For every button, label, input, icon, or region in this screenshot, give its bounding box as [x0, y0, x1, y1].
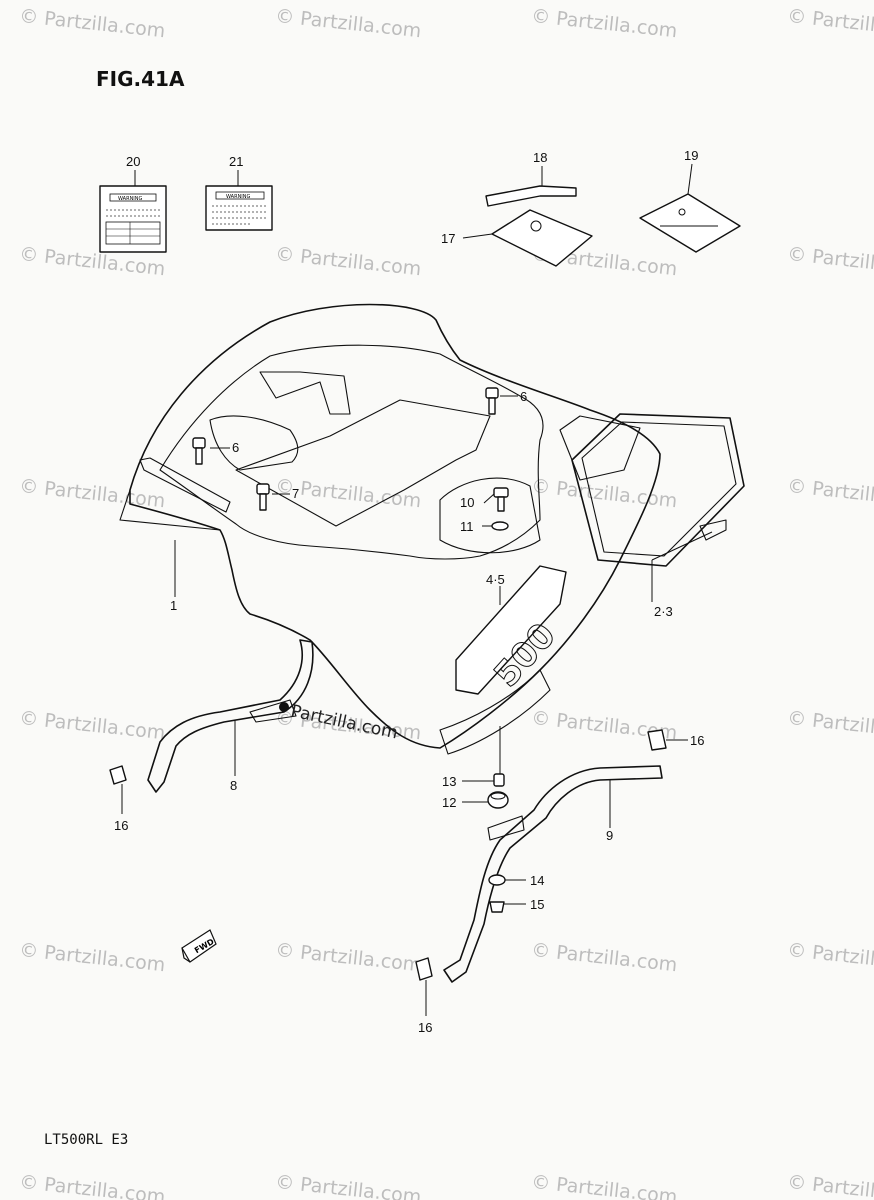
- part-19-bag: [639, 193, 741, 253]
- callout-c13: 13: [442, 774, 456, 789]
- callout-c10: 10: [460, 495, 474, 510]
- watermark-text: © Partzilla.com: [18, 939, 166, 976]
- callout-c16a: 16: [114, 818, 128, 833]
- part-16-cap-left: [109, 765, 127, 785]
- watermark-text: © Partzilla.com: [786, 5, 874, 42]
- watermark-text: © Partzilla.com: [274, 939, 422, 976]
- part-13-collar: [493, 773, 505, 787]
- part-10-bolt: [493, 487, 509, 512]
- watermark-text: © Partzilla.com: [786, 475, 874, 512]
- callout-c17: 17: [441, 231, 455, 246]
- watermark-text: © Partzilla.com: [530, 939, 678, 976]
- watermark-text: © Partzilla.com: [274, 5, 422, 42]
- callout-c45: 4·5: [486, 572, 505, 587]
- callout-c16c: 16: [418, 1020, 432, 1035]
- callout-c11: 11: [460, 519, 474, 534]
- model-code: LT500RL E3: [44, 1132, 128, 1148]
- watermark-text: © Partzilla.com: [530, 5, 678, 42]
- callout-c23: 2·3: [654, 604, 673, 619]
- callout-c1: 1: [170, 598, 177, 613]
- callout-c18: 18: [533, 150, 547, 165]
- label-20-heading: WARNING: [118, 196, 143, 202]
- watermark-text: © Partzilla.com: [18, 1171, 166, 1200]
- part-8-bracket: [147, 639, 314, 793]
- callout-c15: 15: [530, 897, 544, 912]
- part-16-cap-bottom: [415, 957, 433, 981]
- callout-c21: 21: [229, 154, 243, 169]
- part-15-nut: [489, 901, 505, 913]
- callout-c8: 8: [230, 778, 237, 793]
- callout-c20: 20: [126, 154, 140, 169]
- callout-c16b: 16: [690, 733, 704, 748]
- figure-title: FIG.41A: [96, 67, 185, 91]
- part-18-strap: [485, 185, 577, 207]
- watermark-text: © Partzilla.com: [18, 475, 166, 512]
- callout-c6b: 6: [520, 389, 527, 404]
- watermark-text: © Partzilla.com: [274, 243, 422, 280]
- part-16-cap-right: [647, 729, 667, 751]
- part-1-rear-fender: [119, 303, 661, 755]
- watermark-layer: © Partzilla.com © Partzilla.com © Partzill…: [18, 5, 874, 1200]
- watermark-text: © Partzilla.com: [786, 707, 874, 744]
- watermark-text: © Partzilla.com: [530, 1171, 678, 1200]
- part-21-warning-label: WARNING: [205, 185, 273, 231]
- callout-layer: 1 2·3 4·5 6 6 7 8 9 10 11 12 13 14 15 16 16 16 17 18 19 20 21: [114, 148, 704, 1035]
- part-20-warning-label: WARNING: [99, 185, 167, 253]
- part-9-bracket: [443, 765, 663, 983]
- watermark-text: © Partzilla.com: [786, 243, 874, 280]
- watermark-text: © Partzilla.com: [786, 939, 874, 976]
- callout-c12: 12: [442, 795, 456, 810]
- watermark-text: © Partzilla.com: [18, 5, 166, 42]
- callout-c9: 9: [606, 828, 613, 843]
- watermark-text: © Partzilla.com: [18, 707, 166, 744]
- part-4-5-emblem: 500: [455, 565, 567, 696]
- part-7-bolt: [256, 483, 270, 511]
- fwd-arrow-icon: FWD: [181, 929, 217, 963]
- watermark-text: © Partzilla.com: [274, 1171, 422, 1200]
- callout-c14: 14: [530, 873, 544, 888]
- callout-c6a: 6: [232, 440, 239, 455]
- part-6-bolt-right: [485, 387, 499, 415]
- part-14-washer: [488, 874, 506, 886]
- callout-c7: 7: [292, 486, 299, 501]
- part-12-grommet: [487, 791, 509, 809]
- label-21-heading: WARNING: [226, 194, 251, 200]
- part-6-bolt-left: [192, 437, 206, 465]
- center-watermark: Partzilla.com: [289, 701, 400, 743]
- watermark-text: © Partzilla.com: [786, 1171, 874, 1200]
- part-11-washer: [491, 521, 509, 531]
- watermark-text: © Partzilla.com: [530, 475, 678, 512]
- callout-c19: 19: [684, 148, 698, 163]
- part-17-cover: [491, 209, 593, 267]
